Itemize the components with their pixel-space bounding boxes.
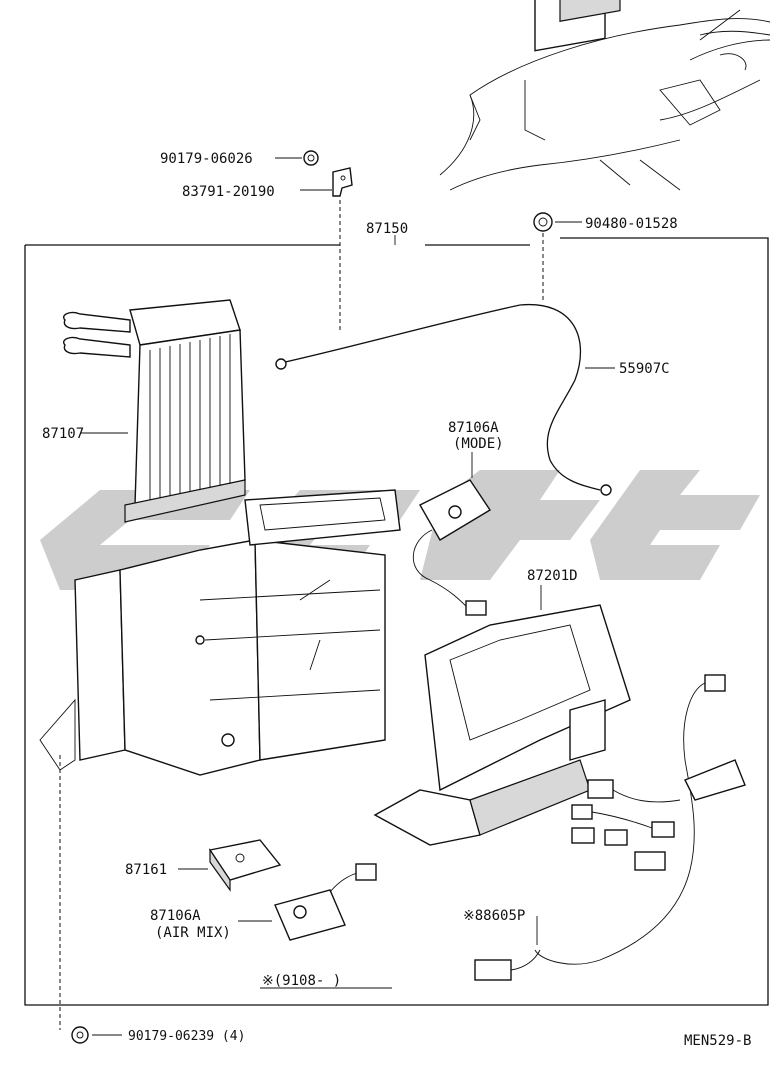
label-87107: 87107 — [42, 426, 84, 442]
bracket-83791-20190 — [300, 167, 353, 330]
dashboard-location-sketch — [439, 0, 771, 191]
label-90179-06239: 90179-06239 (4) — [128, 1029, 245, 1044]
label-87106a-air-mix-sub: (AIR MIX) — [155, 925, 231, 941]
note-9108: ※(9108- ) — [262, 973, 341, 989]
clip-90179-06026 — [275, 150, 319, 166]
servo-motor-mode-87106a — [412, 452, 491, 616]
label-87106a-mode-sub: (MODE) — [453, 436, 504, 452]
wire-harness — [474, 674, 746, 981]
label-90480-01528: 90480-01528 — [585, 216, 678, 232]
label-87106a-air-mix: 87106A — [150, 908, 201, 924]
air-duct-87201d — [373, 585, 631, 846]
clip-90179-06239 — [71, 1026, 122, 1044]
servo-motor-air-mix-87106a — [238, 863, 377, 941]
grommet-90480-01528 — [533, 212, 582, 300]
label-87106a-mode: 87106A — [448, 420, 499, 436]
cable-55907c — [519, 304, 615, 496]
assembly-frame — [24, 237, 769, 1006]
label-90179-06026: 90179-06026 — [160, 151, 253, 167]
label-88605p: ※88605P — [463, 908, 525, 924]
label-87161: 87161 — [125, 862, 167, 878]
cable-87150 — [275, 304, 521, 370]
label-87201d: 87201D — [527, 568, 578, 584]
label-87150: 87150 — [366, 221, 408, 237]
figure-code: MEN529-B — [684, 1033, 751, 1049]
label-55907c: 55907C — [619, 361, 670, 377]
amplifier-87161 — [178, 839, 282, 892]
label-83791-20190: 83791-20190 — [182, 184, 275, 200]
heater-unit-case — [39, 489, 401, 1030]
heater-core-87107 — [63, 299, 246, 523]
